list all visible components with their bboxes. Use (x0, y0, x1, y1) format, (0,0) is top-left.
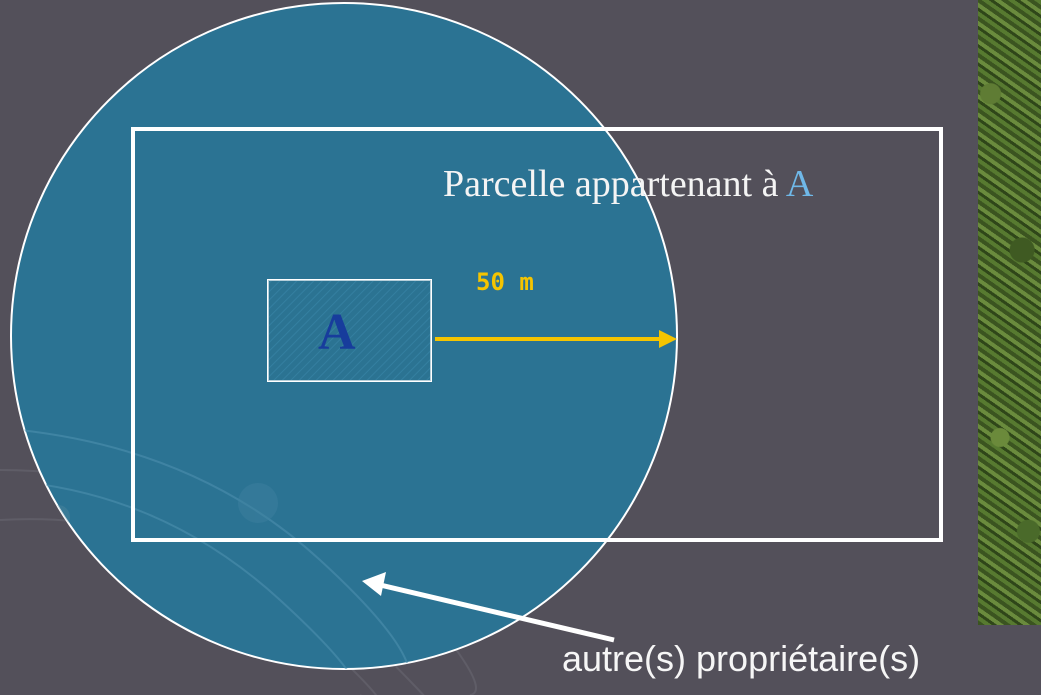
neighbours-label: autre(s) propriétaire(s) (562, 638, 921, 679)
distance-label: 50 m (476, 268, 534, 296)
parcel-owner-letter: A (785, 163, 814, 205)
neighbours-arrow (362, 572, 615, 643)
parcel-label: Parcelle appartenant à A (443, 162, 813, 206)
vegetation-photo-strip (978, 0, 1041, 625)
house-label: A (318, 304, 356, 361)
house-box (267, 279, 432, 382)
distance-arrow (435, 330, 677, 348)
parcel-outline (131, 127, 943, 542)
parcel-label-prefix: Parcelle appartenant à (443, 163, 786, 205)
